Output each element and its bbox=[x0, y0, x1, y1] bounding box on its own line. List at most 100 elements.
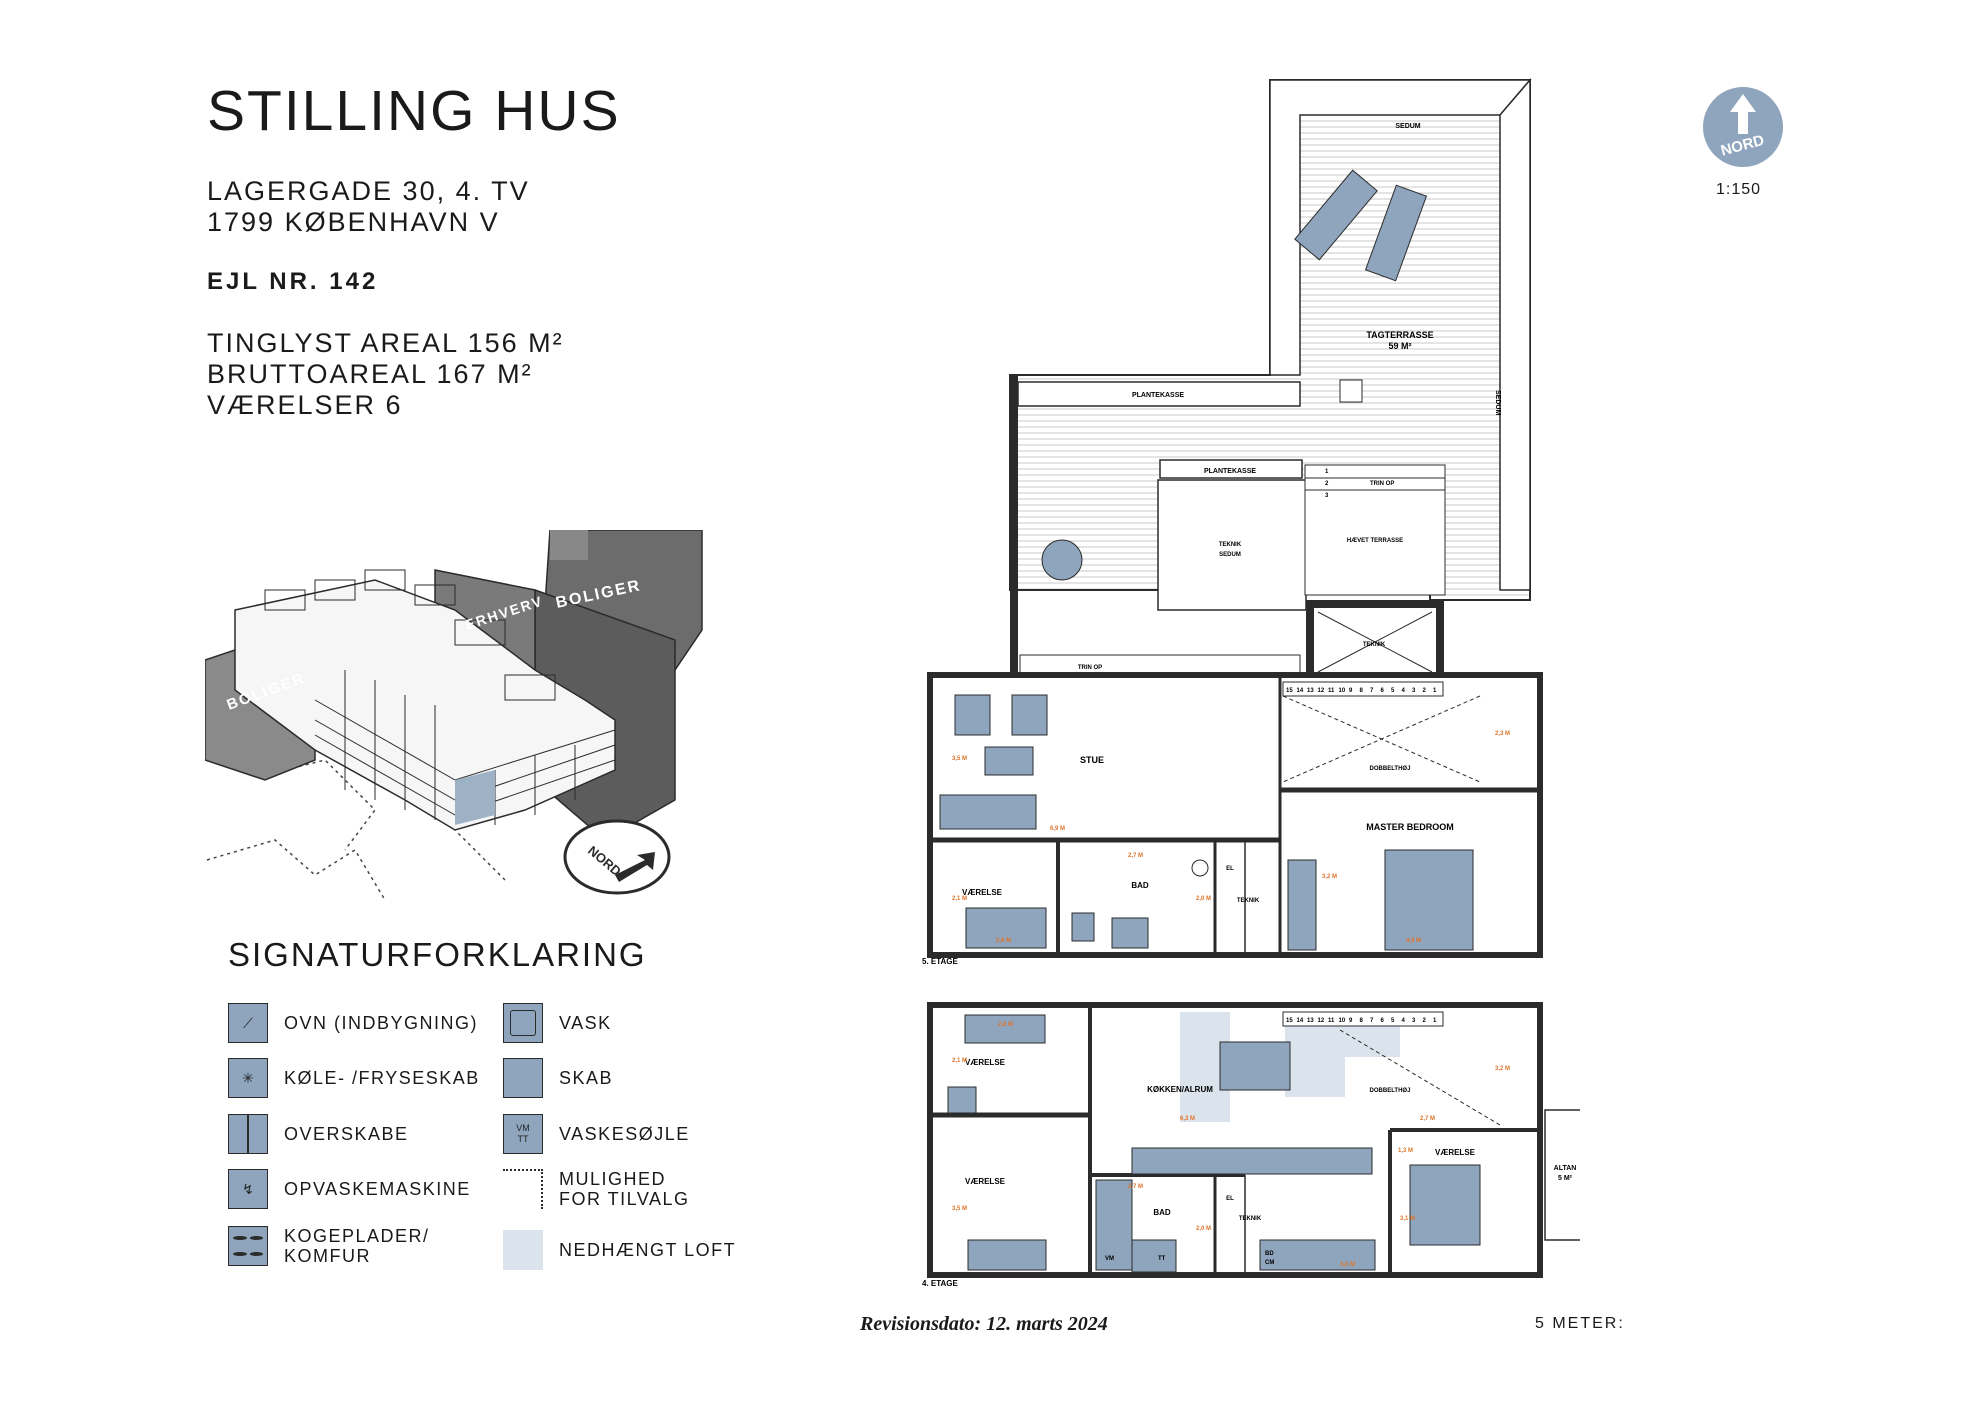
label-plantekasse-1: PLANTEKASSE bbox=[1132, 392, 1184, 399]
lounger bbox=[1364, 184, 1428, 282]
oven-icon: ⟋ bbox=[228, 1003, 268, 1043]
dim-top-h-4: 2,1 M bbox=[952, 1058, 967, 1064]
label-bd: BD bbox=[1265, 1251, 1274, 1257]
label-teknik-roof-box: TEKNIK bbox=[1363, 642, 1386, 648]
label-vaerelse-left: VÆRELSE bbox=[965, 1177, 1006, 1186]
stair-step-number: 2 bbox=[1423, 1018, 1427, 1024]
legend-item-option: MULIGHED FOR TILVALG bbox=[503, 1169, 709, 1209]
stair-step-number: 12 bbox=[1318, 688, 1325, 694]
dim-dob-h-4: 3,2 M bbox=[1495, 1066, 1510, 1072]
stair-step-number: 8 bbox=[1360, 688, 1364, 694]
cooktop-icon bbox=[228, 1226, 268, 1266]
stair-step-number: 8 bbox=[1360, 1018, 1364, 1024]
label-dobbelthoj-4: DOBBELTHØJ bbox=[1370, 1088, 1411, 1094]
legend-item-dishwasher: ↯ OPVASKEMASKINE bbox=[228, 1169, 471, 1209]
dim-dob-5: 2,3 M bbox=[1495, 731, 1510, 737]
stair-step-number: 9 bbox=[1349, 688, 1353, 694]
revision-date: Revisionsdato: 12. marts 2024 bbox=[860, 1313, 1108, 1335]
suspended-ceiling-icon bbox=[503, 1230, 543, 1270]
room-count: VÆRELSER 6 bbox=[207, 390, 403, 420]
dim-stue-h: 3,5 M bbox=[952, 756, 967, 762]
floor5-label: 5. ETAGE bbox=[922, 957, 959, 966]
floor-plans: SEDUM SEDUM PLANTEKASSE PLANTEKASSE TAGT… bbox=[922, 77, 1580, 1288]
stair-step-number: 5 bbox=[1391, 688, 1395, 694]
label-vaerelse-5: VÆRELSE bbox=[962, 888, 1003, 897]
legend-item-oven: ⟋ OVN (INDBYGNING) bbox=[228, 1003, 478, 1043]
legend-item-cabinet: SKAB bbox=[503, 1058, 613, 1098]
dim-mid-4: 1,3 M bbox=[1398, 1148, 1413, 1154]
dim-kok-w: 6,3 M bbox=[1180, 1116, 1195, 1122]
dishwasher-icon: ↯ bbox=[228, 1169, 268, 1209]
legend-item-cooktop: KOGEPLADER/ KOMFUR bbox=[228, 1226, 428, 1266]
label-el-4: EL bbox=[1226, 1196, 1234, 1202]
area-brutto: BRUTTOAREAL 167 M² bbox=[207, 359, 533, 389]
stair-step-number: 13 bbox=[1307, 688, 1314, 694]
stair-step-number: 12 bbox=[1318, 1018, 1325, 1024]
page-title: STILLING HUS bbox=[207, 79, 621, 143]
address-line-2: 1799 KØBENHAVN V bbox=[207, 207, 500, 237]
roof-terrace-plan: SEDUM SEDUM PLANTEKASSE PLANTEKASSE TAGT… bbox=[1009, 77, 1532, 835]
upper-cabinet-icon bbox=[228, 1114, 268, 1154]
label-vm: VM bbox=[1105, 1256, 1114, 1262]
label-cm: CM bbox=[1265, 1260, 1274, 1266]
dim-bad-h-4: 2,0 M bbox=[1196, 1226, 1211, 1232]
label-tagterrasse: TAGTERRASSE bbox=[1366, 330, 1433, 340]
label-kokken: KØKKEN/ALRUM bbox=[1147, 1085, 1213, 1094]
dim-bad-w-5: 2,7 M bbox=[1128, 853, 1143, 859]
label-altan: ALTAN bbox=[1554, 1165, 1577, 1172]
option-dotted-icon bbox=[503, 1169, 543, 1209]
stair-step-number: 15 bbox=[1286, 688, 1293, 694]
label-stue: STUE bbox=[1080, 755, 1104, 765]
label-haevet-terrasse: HÆVET TERRASSE bbox=[1347, 538, 1403, 544]
legend-title: SIGNATURFORKLARING bbox=[228, 936, 647, 973]
label-sedum-top: SEDUM bbox=[1395, 123, 1420, 130]
compass: NORD bbox=[1701, 85, 1785, 169]
label-sedum-side: SEDUM bbox=[1494, 390, 1501, 415]
label-step-1: 1 bbox=[1325, 469, 1329, 475]
stair-step-number: 10 bbox=[1339, 1018, 1346, 1024]
legend-item-washer-column: VM TT VASKESØJLE bbox=[503, 1114, 690, 1154]
fridge-icon: ✳ bbox=[228, 1058, 268, 1098]
north-arrow-icon bbox=[1730, 94, 1756, 134]
label-bad-5: BAD bbox=[1131, 881, 1149, 890]
scale-label: 1:150 bbox=[1716, 181, 1762, 198]
legend-item-suspended-ceiling: NEDHÆNGT LOFT bbox=[503, 1230, 736, 1270]
stair-step-number: 9 bbox=[1349, 1018, 1353, 1024]
stair-step-number: 11 bbox=[1328, 1018, 1335, 1024]
stair-step-number: 2 bbox=[1423, 688, 1427, 694]
label-tt: TT bbox=[1158, 1256, 1166, 1262]
dim-vaer-w-5: 2,9 M bbox=[996, 938, 1011, 944]
dim-top-w-4: 2,8 M bbox=[998, 1022, 1013, 1028]
dim-master-h: 3,2 M bbox=[1322, 874, 1337, 880]
dim-dob-w-4: 2,7 M bbox=[1420, 1116, 1435, 1122]
dim-left-h-4: 3,5 M bbox=[952, 1206, 967, 1212]
stair-step-number: 14 bbox=[1297, 1018, 1304, 1024]
address: LAGERGADE 30, 4. TV 1799 KØBENHAVN V bbox=[207, 176, 530, 238]
balcony bbox=[1544, 1109, 1580, 1241]
stair-step-number: 13 bbox=[1307, 1018, 1314, 1024]
label-altan-area: 5 M² bbox=[1558, 1175, 1573, 1182]
label-trin-op-2: TRIN OP bbox=[1078, 665, 1102, 671]
master-bed bbox=[1384, 849, 1474, 951]
stair-step-number: 5 bbox=[1391, 1018, 1395, 1024]
label-tagterrasse-area: 59 M² bbox=[1388, 341, 1411, 351]
round-table bbox=[1041, 539, 1083, 581]
stair-step-number: 10 bbox=[1339, 688, 1346, 694]
floor5-plan: STUE DOBBELTHØJ MASTER BEDROOM VÆRELSE B… bbox=[922, 672, 1543, 966]
legend-item-upper-cabinet: OVERSKABE bbox=[228, 1114, 409, 1154]
dim-stue-w: 6,9 M bbox=[1050, 826, 1065, 832]
stair-step-number: 6 bbox=[1381, 688, 1385, 694]
aerial-compass bbox=[563, 819, 671, 895]
stair-step-number: 4 bbox=[1402, 1018, 1406, 1024]
unit-number: EJL NR. 142 bbox=[207, 268, 379, 295]
legend-item-fridge: ✳ KØLE- /FRYSESKAB bbox=[228, 1058, 480, 1098]
label-sedum-roof: SEDUM bbox=[1219, 552, 1241, 558]
aerial-compass-arrow-icon bbox=[615, 852, 655, 882]
dim-vaer-h-5: 2,1 M bbox=[952, 896, 967, 902]
dim-master-w: 4,9 M bbox=[1406, 938, 1421, 944]
stair-step-number: 7 bbox=[1370, 1018, 1374, 1024]
stair-step-number: 15 bbox=[1286, 1018, 1293, 1024]
dim-bad-w-4: 2,7 M bbox=[1128, 1184, 1143, 1190]
